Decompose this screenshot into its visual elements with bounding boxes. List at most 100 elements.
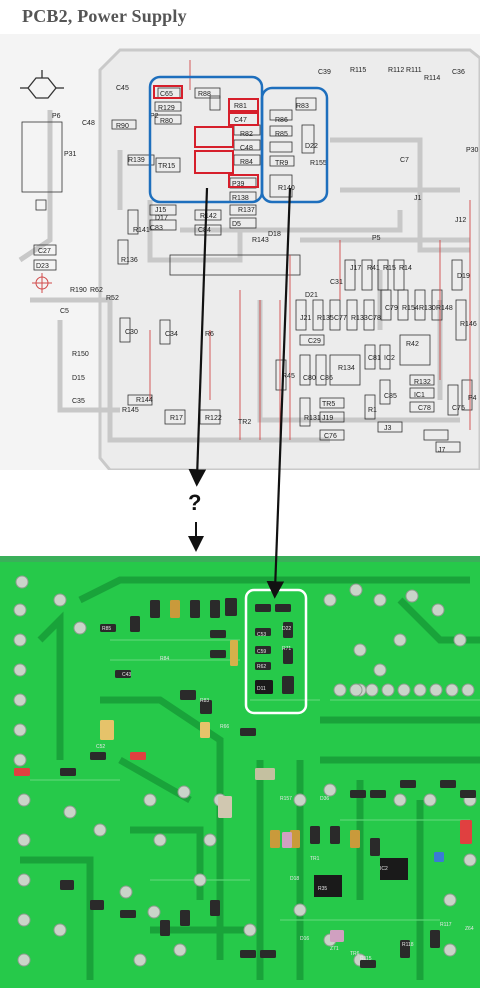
smd-component [282, 676, 294, 694]
schematic-label: J7 [438, 447, 446, 454]
ic-chip-left [314, 875, 342, 897]
smd-component [180, 690, 196, 700]
solder-pad [143, 793, 157, 807]
schematic-label: R52 [106, 295, 119, 302]
board-label: R118 [402, 942, 414, 948]
schematic-label: C85 [384, 393, 397, 400]
board-label: R115 [360, 956, 372, 962]
schematic-label: R15 [383, 265, 396, 272]
smd-component [370, 838, 380, 856]
smd-component [400, 940, 410, 958]
schematic-label: P39 [232, 181, 245, 188]
smd-component [370, 790, 386, 798]
schematic-label: R132 [414, 379, 431, 386]
board-label: R35 [318, 886, 327, 892]
schematic-label: R148 [436, 305, 453, 312]
smd-component [255, 662, 271, 670]
solder-pad [53, 923, 67, 937]
schematic-label: R154 [402, 305, 419, 312]
smd-component [330, 826, 340, 844]
schematic-label: R41 [367, 265, 380, 272]
solder-pad [293, 903, 307, 917]
solder-pad [17, 913, 31, 927]
smd-component [100, 720, 114, 740]
solder-pad [53, 593, 67, 607]
solder-pad [365, 683, 379, 697]
board-label: D18 [290, 876, 299, 882]
board-label: R62 [257, 664, 266, 670]
solder-pad [443, 893, 457, 907]
smd-component [150, 600, 160, 618]
schematic-label: C39 [318, 69, 331, 76]
smd-component [200, 722, 210, 738]
board-label: R157 [280, 796, 292, 802]
board-label: R85 [102, 626, 111, 632]
solder-pad [177, 785, 191, 799]
board-solder-pads [13, 575, 477, 967]
schematic-highlight-red [153, 85, 259, 188]
schematic-label: C75 [452, 405, 465, 412]
smd-component [260, 950, 276, 958]
smd-component [200, 700, 212, 714]
board-label: D16 [300, 936, 309, 942]
red-box-tr8 [194, 126, 234, 148]
solder-pad [323, 593, 337, 607]
red-box-c47 [228, 112, 259, 126]
solder-pad [393, 633, 407, 647]
schematic-label: C48 [82, 120, 95, 127]
solder-pad [153, 833, 167, 847]
schematic-label: J21 [300, 315, 311, 322]
schematic-label: J1 [414, 195, 422, 202]
board-smd-components [14, 598, 476, 968]
smd-component [14, 768, 30, 776]
schematic-label: C31 [330, 279, 343, 286]
question-mark: ? [188, 490, 202, 515]
smd-component [255, 680, 273, 694]
board-label: C52 [96, 744, 105, 750]
solder-pad [349, 683, 363, 697]
schematic-label: R155 [310, 160, 327, 167]
smd-component [440, 780, 456, 788]
smd-component [255, 604, 271, 612]
smd-component [120, 910, 136, 918]
schematic-label: TR5 [322, 401, 335, 408]
schematic-label: R90 [116, 123, 129, 130]
solder-pad [463, 853, 477, 867]
schematic-label: TR2 [238, 419, 251, 426]
smd-component [130, 752, 146, 760]
board-label: TR1 [310, 856, 320, 862]
schematic-label: C45 [116, 85, 129, 92]
board-label: TR6 [350, 951, 360, 957]
solder-pad [373, 593, 387, 607]
smd-component [210, 900, 220, 916]
smd-component [160, 920, 170, 936]
schematic-label: P5 [372, 235, 381, 242]
smd-component [400, 780, 416, 788]
smd-component [90, 900, 104, 910]
board-label: R84 [160, 656, 169, 662]
schematic-label: C5 [60, 308, 69, 315]
board-label: R66 [220, 724, 229, 730]
solder-pad [381, 683, 395, 697]
board-ic-chips [314, 858, 408, 897]
schematic-label: TR9 [275, 160, 288, 167]
schematic-label: C78 [368, 315, 381, 322]
red-box-c65 [153, 85, 183, 99]
smd-component [115, 670, 131, 678]
schematic-label: D22 [305, 143, 318, 150]
smd-component [430, 930, 440, 948]
schematic-label: C36 [452, 69, 465, 76]
solder-pad [431, 603, 445, 617]
schematic-label: P6 [52, 113, 61, 120]
smd-component [218, 796, 232, 818]
solder-pad [17, 953, 31, 967]
schematic-label: R141 [133, 227, 150, 234]
schematic-label: R146 [460, 321, 477, 328]
solder-pad [63, 805, 77, 819]
smd-component [275, 604, 291, 612]
solder-pad [13, 633, 27, 647]
solder-pad [393, 793, 407, 807]
solder-pad [13, 723, 27, 737]
schematic-label: IC1 [414, 392, 425, 399]
schematic-label: J17 [350, 265, 361, 272]
